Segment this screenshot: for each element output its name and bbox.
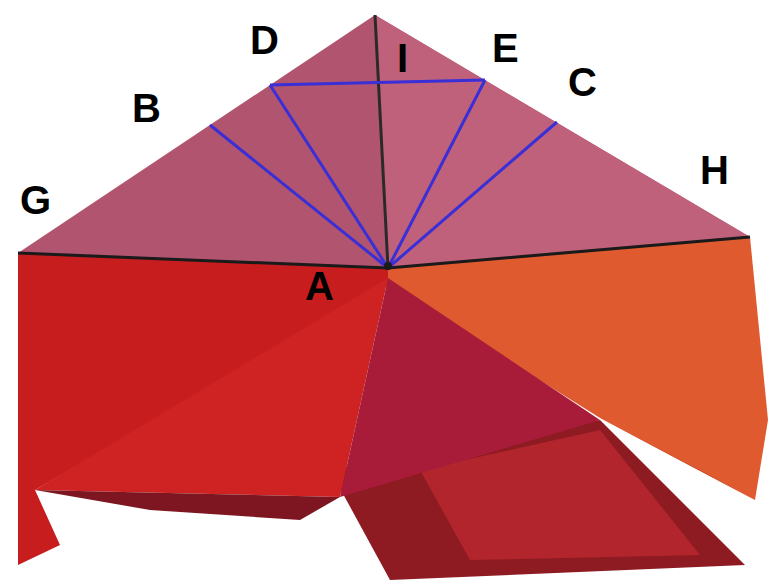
top-triangle [18,15,750,268]
point-label: I [397,38,408,78]
pyramid-right-face [340,278,600,497]
left-panel [18,253,388,565]
pyramid-underside [35,490,340,520]
point-label: H [700,150,729,190]
point-label: G [20,180,51,220]
point-label: C [568,62,597,102]
construction-lines [210,80,557,268]
point-label: D [250,20,279,60]
point-label: A [305,266,334,306]
top-triangle-right [375,15,750,268]
vertex-dot [384,262,392,270]
point-label: E [492,28,519,68]
pyramid-left-face [35,278,388,497]
right-panel-shade [600,418,755,500]
crease-line [375,15,388,268]
point-label: B [132,88,161,128]
